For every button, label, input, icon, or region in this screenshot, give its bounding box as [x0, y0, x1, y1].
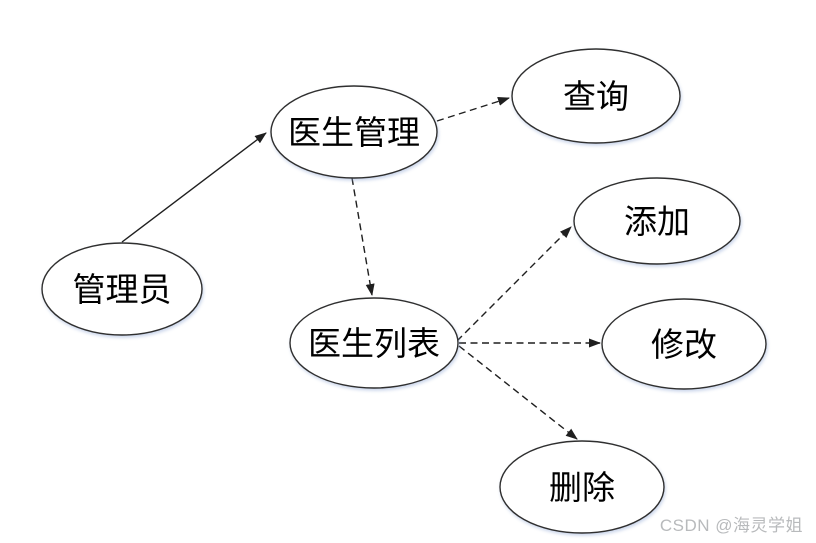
- edge-admin-to-doctor-mgmt: [121, 132, 267, 243]
- node-admin: 管理员: [41, 242, 203, 336]
- node-add-label: 添加: [624, 203, 690, 240]
- node-query-label: 查询: [563, 78, 629, 115]
- node-doctor-list: 医生列表: [289, 297, 459, 389]
- node-doctor-mgmt-ellipse: [270, 85, 438, 179]
- node-modify-ellipse: [601, 298, 767, 390]
- node-admin-ellipse: [41, 242, 203, 336]
- node-modify-label: 修改: [651, 326, 717, 363]
- node-delete-label: 删除: [549, 469, 615, 506]
- node-add-ellipse: [573, 177, 741, 265]
- watermark-text: CSDN @海灵学姐: [659, 516, 803, 535]
- node-delete-ellipse: [499, 440, 665, 534]
- edge-doctor-mgmt-to-query: [436, 97, 510, 122]
- node-query: 查询: [511, 48, 681, 144]
- node-add: 添加: [573, 177, 741, 265]
- node-doctor-list-label: 医生列表: [308, 325, 440, 362]
- node-admin-label: 管理员: [73, 271, 172, 308]
- node-doctor-mgmt-label: 医生管理: [288, 114, 420, 151]
- node-modify: 修改: [601, 298, 767, 390]
- node-doctor-list-ellipse: [289, 297, 459, 389]
- node-query-ellipse: [511, 48, 681, 144]
- edge-doctor-list-to-delete: [458, 345, 578, 440]
- edge-doctor-list-to-add: [456, 226, 572, 342]
- edge-doctor-mgmt-to-doctor-list: [351, 177, 375, 296]
- node-doctor-mgmt: 医生管理: [270, 85, 438, 179]
- edges-layer: [121, 97, 601, 440]
- node-delete: 删除: [499, 440, 665, 534]
